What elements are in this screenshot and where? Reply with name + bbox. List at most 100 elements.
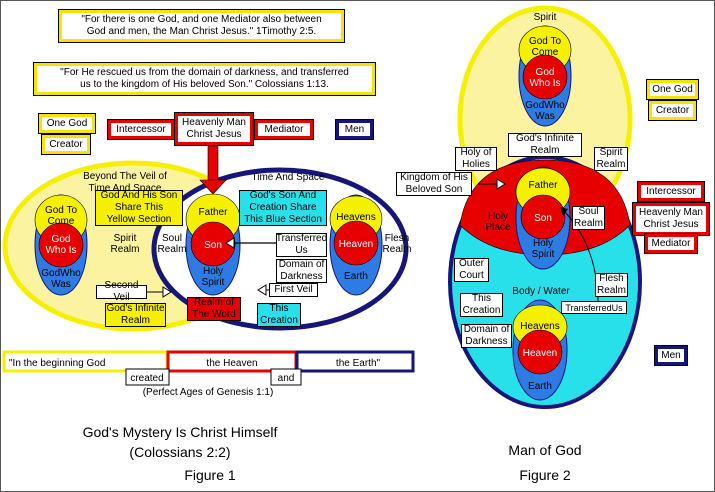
transferred-line-1: Transferred	[275, 233, 328, 244]
creator-box: Creator	[41, 134, 91, 155]
fig2-flesh-realm-line-2: Realm	[597, 285, 626, 296]
fig2-spirit-label: Spirit	[534, 12, 557, 23]
domain-line-1: Domain of	[278, 259, 325, 270]
fig2-son-circle	[520, 194, 566, 240]
yellow-note-line-1: God And His Son	[100, 190, 178, 201]
transferred-arrow-head	[225, 237, 235, 249]
colossians-caption: (Colossians 2:2)	[129, 444, 231, 460]
blue-note-line-2: Creation Share	[249, 202, 317, 213]
one-god-box: One God	[38, 113, 96, 134]
men-box: Men	[335, 119, 374, 140]
fig2-transferred-arrow-head	[560, 207, 568, 216]
this-creation-line-1: This	[269, 303, 289, 314]
fig2-spirit-realm-line-2: Realm	[596, 159, 626, 170]
fig2-infinite-realm-line-1: God's Infinite	[515, 133, 575, 144]
and-box	[270, 368, 302, 386]
fig2-holy-holies-line-1: Holy of	[460, 147, 492, 158]
this-creation-line-2: Creation	[260, 315, 298, 326]
fig2-heavenly-man-line-2: Christ Jesus	[643, 219, 699, 230]
domain-line-2: Darkness	[280, 271, 323, 282]
fig2-heaven-circle	[517, 329, 563, 375]
fig2-kingdom-line-2: Beloved Son	[405, 184, 463, 195]
blue-note-line-3: This Blue Section	[244, 214, 322, 225]
fig2-soul-realm-line-2: Realm	[574, 218, 603, 229]
heavens-label: Heavens	[336, 212, 375, 223]
time-space-label: Time And Space	[251, 172, 324, 183]
figure1-caption: God's Mystery Is Christ Himself (Colossi…	[60, 422, 300, 462]
fig2-mediator-box: Mediator	[644, 233, 698, 254]
fig2-infinite-realm-line-2: Realm	[530, 145, 560, 156]
son-circle	[190, 221, 236, 267]
genesis-and-text: and	[278, 373, 295, 384]
fig2-one-god-box: One God	[646, 79, 699, 100]
fig2-father-label: Father	[529, 180, 559, 191]
first-veil-arrow-head	[257, 284, 267, 296]
fig2-outer-court-line-2: Court	[459, 270, 484, 281]
fig2-earth-label: Earth	[528, 381, 552, 392]
figure1-label: Figure 1	[184, 467, 236, 483]
fig2-creator-box: Creator	[648, 100, 697, 121]
father-label: Father	[199, 207, 229, 218]
genesis-created-text: created	[130, 373, 163, 384]
realm-word-line-2: The Word	[192, 309, 236, 320]
fig2-spirit-realm-line-1: Spirit	[599, 147, 623, 158]
transferred-line-2: Us	[295, 245, 308, 256]
god-who-is-circle	[38, 222, 84, 268]
genesis-beginning-text: "In the beginning God	[9, 358, 105, 369]
genesis-bar-navy	[295, 350, 415, 373]
colossians-quote-line-1: "For He rescued us from the domain of da…	[60, 67, 349, 78]
fig2-son-label: Son	[534, 213, 552, 224]
fig2-domain-line-1: Domain of	[463, 324, 510, 335]
fig2-transferred-box: TransferredUs	[561, 301, 627, 314]
intercessor-box: Intercessor	[107, 119, 175, 140]
created-box	[125, 368, 170, 386]
fig2-heavenly-man-line-1: Heavenly Man	[639, 207, 703, 218]
timothy-quote-line-2: God and men, the Man Christ Jesus." 1Tim…	[86, 26, 317, 37]
yellow-note-line-3: Yellow Section	[106, 214, 172, 225]
heaven-circle	[333, 220, 379, 266]
heavenly-man-line-2: Christ Jesus	[186, 129, 242, 140]
fig2-kingdom-line-1: Kingdom of His	[400, 172, 468, 183]
down-arrow-shaft	[207, 145, 219, 181]
fig2-transferred-curve	[564, 211, 599, 313]
fig2-this-creation-line-1: This	[472, 293, 491, 304]
mystery-caption: God's Mystery Is Christ Himself	[82, 424, 278, 440]
fig2-this-creation-line-2: Creation	[462, 305, 501, 316]
second-veil-arrow-head	[162, 286, 172, 298]
infinite-realm-line-1: God's Infinite	[106, 303, 165, 314]
second-veil-box: Second Veil	[96, 280, 147, 303]
fig2-outer-court-line-1: Outer	[458, 258, 484, 269]
earth-label: Earth	[344, 271, 368, 282]
infinite-realm-line-2: Realm	[121, 315, 150, 326]
down-arrow-head	[199, 179, 227, 195]
fig2-soul-realm-line-1: Soul	[578, 206, 599, 217]
perfect-ages-caption: (Perfect Ages of Genesis 1:1)	[143, 387, 274, 398]
fig2-flesh-realm-line-1: Flesh	[599, 273, 624, 284]
heaven-label: Heaven	[339, 239, 373, 250]
